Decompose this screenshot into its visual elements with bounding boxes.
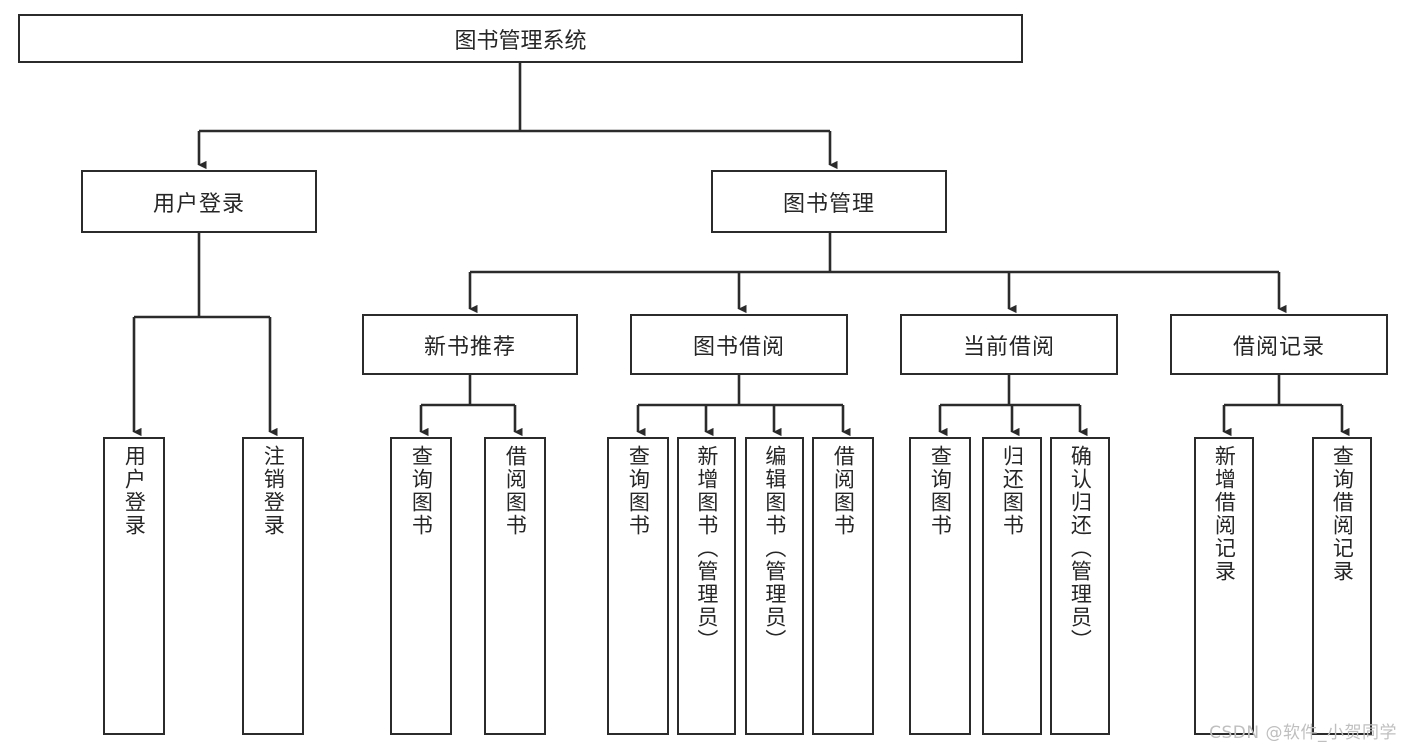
- leaf-record-query-label: 查询借阅记录: [1330, 445, 1355, 583]
- leaf-current-confirm-return[interactable]: 确认归还（管理员）: [1050, 437, 1110, 735]
- leaf-borrow-query-book-label: 查询图书: [626, 445, 651, 537]
- node-book-borrow[interactable]: 图书借阅: [630, 314, 848, 375]
- leaf-record-add[interactable]: 新增借阅记录: [1194, 437, 1254, 735]
- node-borrow-record[interactable]: 借阅记录: [1170, 314, 1388, 375]
- leaf-new-book-query[interactable]: 查询图书: [390, 437, 452, 735]
- leaf-current-query-book-label: 查询图书: [928, 445, 953, 537]
- leaf-borrow-query-book[interactable]: 查询图书: [607, 437, 669, 735]
- leaf-user-login-signin[interactable]: 用户登录: [103, 437, 165, 735]
- node-root-label: 图书管理系统: [454, 28, 587, 54]
- leaf-borrow-edit-book-label: 编辑图书（管理员）: [762, 445, 787, 652]
- node-new-book-recommend[interactable]: 新书推荐: [362, 314, 578, 375]
- leaf-user-login-signin-label: 用户登录: [122, 445, 147, 537]
- leaf-new-book-borrow[interactable]: 借阅图书: [484, 437, 546, 735]
- leaf-record-query[interactable]: 查询借阅记录: [1312, 437, 1372, 735]
- leaf-user-login-signout[interactable]: 注销登录: [242, 437, 304, 735]
- leaf-record-add-label: 新增借阅记录: [1212, 445, 1237, 583]
- node-book-management[interactable]: 图书管理: [711, 170, 947, 233]
- node-current-borrow-label: 当前借阅: [962, 334, 1055, 360]
- leaf-user-login-signout-label: 注销登录: [261, 445, 286, 537]
- node-borrow-record-label: 借阅记录: [1232, 334, 1325, 360]
- leaf-borrow-add-book-label: 新增图书（管理员）: [694, 445, 719, 652]
- node-user-login[interactable]: 用户登录: [81, 170, 317, 233]
- node-user-login-label: 用户登录: [152, 191, 245, 217]
- leaf-borrow-edit-book[interactable]: 编辑图书（管理员）: [745, 437, 804, 735]
- leaf-current-confirm-return-label: 确认归还（管理员）: [1068, 445, 1093, 652]
- leaf-new-book-borrow-label: 借阅图书: [503, 445, 528, 537]
- leaf-new-book-query-label: 查询图书: [409, 445, 434, 537]
- node-root[interactable]: 图书管理系统: [18, 14, 1023, 63]
- leaf-current-query-book[interactable]: 查询图书: [909, 437, 971, 735]
- leaf-borrow-borrow-book-label: 借阅图书: [831, 445, 856, 537]
- leaf-borrow-borrow-book[interactable]: 借阅图书: [812, 437, 874, 735]
- leaf-current-return-book[interactable]: 归还图书: [982, 437, 1042, 735]
- node-current-borrow[interactable]: 当前借阅: [900, 314, 1118, 375]
- node-book-management-label: 图书管理: [782, 191, 875, 217]
- node-new-book-recommend-label: 新书推荐: [423, 334, 516, 360]
- leaf-current-return-book-label: 归还图书: [1000, 445, 1025, 537]
- leaf-borrow-add-book[interactable]: 新增图书（管理员）: [677, 437, 736, 735]
- node-book-borrow-label: 图书借阅: [692, 334, 785, 360]
